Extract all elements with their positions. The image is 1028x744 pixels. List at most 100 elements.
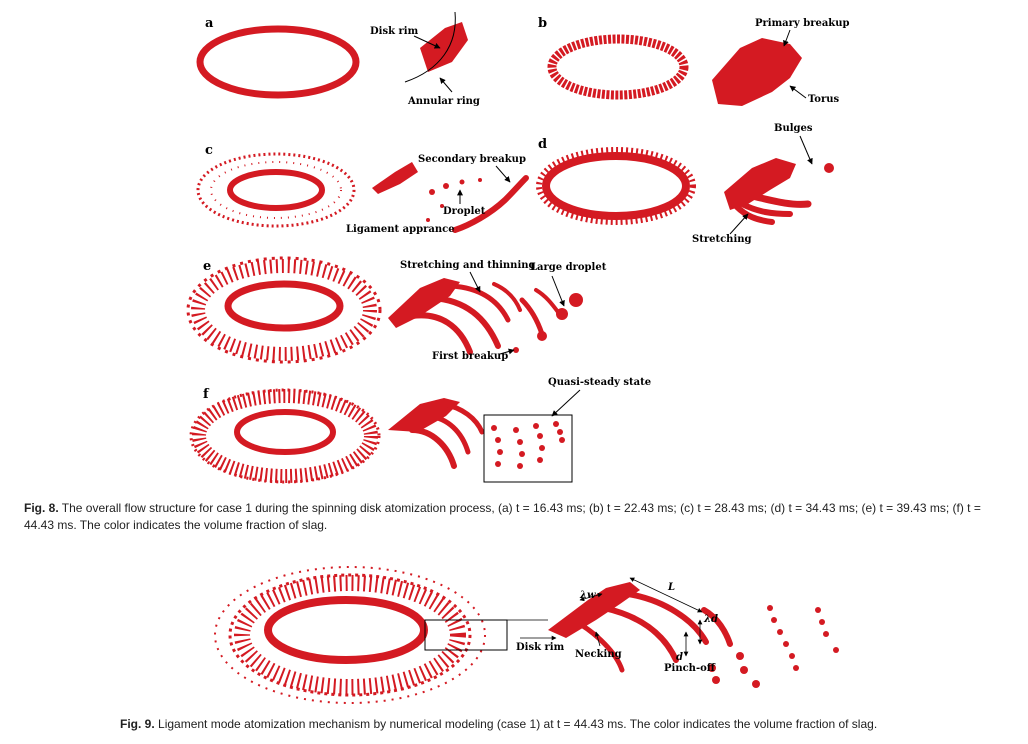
bulge-fringe-shape: [536, 147, 696, 225]
ligament-fringe-shape: [191, 259, 377, 361]
droplet-shape: [833, 647, 839, 653]
disk-ring-shape: [224, 280, 344, 332]
middle-droplet-ring: [210, 161, 342, 219]
droplet-shape: [793, 665, 799, 671]
droplet-shape: [519, 451, 525, 457]
arrow-secondary-breakup: [495, 165, 511, 183]
figure-8-caption: Fig. 8. The overall flow structure for c…: [24, 500, 1014, 534]
annotation-necking: Necking: [575, 649, 622, 660]
arrow-necking: [594, 631, 601, 647]
ring-segment-shape: [420, 22, 468, 72]
annotation-quasi-steady-state: Quasi-steady state: [548, 377, 651, 388]
figure-8: a Disk rim Annular ring b Primary breaku…: [186, 11, 850, 484]
arrow-stretching: [729, 213, 749, 235]
outer-droplet-ring: [189, 388, 381, 484]
annotation-torus: Torus: [808, 94, 840, 105]
panel-label-a: a: [205, 16, 214, 31]
panel-label-d: d: [538, 137, 547, 152]
length-dimension: [629, 577, 703, 613]
ligament-shape: [452, 175, 529, 233]
ligament-shape: [577, 621, 625, 673]
arrow-first-breakup: [499, 348, 515, 355]
figure-8-caption-label: Fig. 8.: [24, 501, 59, 515]
panel-a: a Disk rim Annular ring: [196, 11, 480, 107]
segment-shape: [372, 162, 418, 194]
droplet-shape: [426, 218, 430, 222]
stretching-ligament: [739, 201, 793, 217]
zoom-box: [424, 619, 508, 651]
ligament-shape: [701, 607, 733, 647]
label-lambda-w: λw: [579, 590, 596, 601]
torus-segment-shape: [712, 38, 802, 106]
panel-c: c Secondary breakup Droplet Ligament app…: [196, 143, 529, 235]
annotation-large-droplet: Large droplet: [530, 262, 607, 273]
droplet-shape: [777, 629, 783, 635]
annotation-bulges: Bulges: [774, 123, 813, 134]
outer-droplet-ring: [196, 152, 356, 228]
droplet-shape: [537, 331, 547, 341]
droplet-shape: [559, 437, 565, 443]
stretching-ligament: [733, 203, 775, 225]
droplet-shape: [767, 605, 773, 611]
droplet-shape: [429, 189, 435, 195]
droplet-shape: [815, 607, 821, 613]
droplet-shape: [752, 680, 760, 688]
annotation-disk-rim: Disk rim: [516, 642, 565, 653]
panel-label-c: c: [205, 143, 213, 158]
annular-ring-shape: [196, 25, 360, 99]
stretching-ligament: [748, 192, 812, 208]
annotation-stretching-and-thinning: Stretching and thinning: [400, 260, 536, 271]
ligament-shape: [534, 288, 560, 314]
disk-ring-shape: [234, 409, 336, 455]
droplet-shape: [771, 617, 777, 623]
droplet-shape: [712, 676, 720, 684]
outer-droplet-ring: [228, 573, 472, 697]
ligament-shape: [492, 282, 522, 312]
annotation-ligament-apprance: Ligament apprance: [346, 224, 455, 235]
annotation-primary-breakup: Primary breakup: [755, 18, 850, 29]
annotation-stretching: Stretching: [692, 234, 752, 245]
droplet-shape: [736, 652, 744, 660]
panel-e: e Stretching and thinning Large droplet …: [186, 256, 607, 364]
annotation-annular-ring: Annular ring: [407, 96, 480, 107]
inner-ring-shape: [227, 169, 325, 211]
panel-d: d Bulges Stretching: [536, 123, 834, 245]
droplet-shape: [740, 666, 748, 674]
droplet-shape: [557, 429, 563, 435]
droplet-shape: [789, 653, 795, 659]
segment-shape: [388, 278, 460, 328]
torus-ring-shape: [547, 34, 689, 100]
panel-b: b Primary breakup Torus: [538, 16, 850, 106]
droplet-shape: [459, 179, 465, 185]
panel-label-e: e: [203, 259, 211, 274]
lambda-w-dimension: [579, 592, 603, 602]
arrow-primary-breakup: [783, 29, 791, 47]
arrow-large-droplet: [551, 275, 565, 307]
outer-droplet-ring: [186, 256, 382, 364]
droplet-shape: [517, 463, 523, 469]
droplet-shape: [537, 433, 543, 439]
droplet-shape: [517, 439, 523, 445]
annotation-first-breakup: First breakup: [432, 351, 508, 362]
ligament-fringe-shape: [192, 389, 378, 483]
dimension-annotations: L λw λd d Disk rim Necking Pinch-off: [516, 577, 718, 674]
atomizer-overview: [214, 566, 548, 704]
annotation-secondary-breakup: Secondary breakup: [418, 154, 526, 165]
arrow-stretching-and-thinning: [469, 271, 481, 293]
droplet-shape: [708, 664, 716, 672]
segment-shape: [388, 398, 460, 432]
droplet-shape: [497, 449, 503, 455]
annotation-disk-rim: Disk rim: [370, 26, 419, 37]
segment-shape: [724, 158, 796, 210]
ligament-shape: [441, 401, 485, 435]
figure-9-caption-label: Fig. 9.: [120, 717, 155, 731]
large-droplet-shape: [569, 293, 583, 307]
droplet-shape: [478, 178, 482, 182]
droplet-shape: [533, 423, 539, 429]
arrow-bulges: [799, 135, 813, 165]
ligament-shape: [519, 297, 545, 337]
ligament-shape: [601, 605, 679, 663]
droplet-shape: [443, 183, 449, 189]
figure-9: L λw λd d Disk rim Necking Pinch-off: [214, 566, 839, 704]
droplet-shape: [819, 619, 825, 625]
